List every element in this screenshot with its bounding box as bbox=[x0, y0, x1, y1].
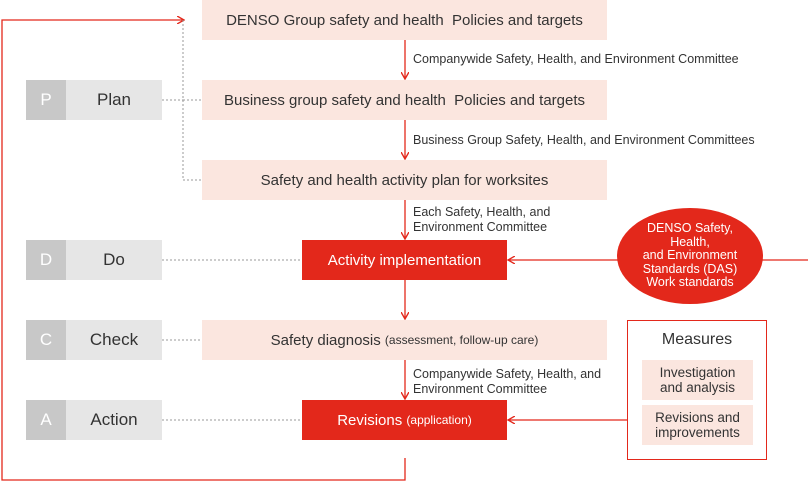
standards-line5: Work standards bbox=[646, 275, 734, 290]
companywide-committee-2-line2: Environment Committee bbox=[413, 382, 548, 396]
safety-diagnosis-box: Safety diagnosis (assessment, follow-up … bbox=[202, 320, 607, 360]
standards-line3: and Environment bbox=[642, 248, 738, 263]
measures-title: Measures bbox=[661, 331, 733, 348]
companywide-committee-label: Companywide Safety, Health, and Environm… bbox=[413, 52, 739, 66]
revisions-text: Revisions bbox=[337, 411, 403, 429]
measures-item1-line2: and analysis bbox=[659, 380, 736, 395]
measures-revisions: Revisions and improvements bbox=[642, 405, 753, 445]
business-policies-box: Business group safety and health Policie… bbox=[202, 80, 607, 120]
pdca-stage-plan: Plan bbox=[66, 80, 162, 120]
each-committee-line2: Environment Committee bbox=[413, 220, 548, 234]
measures-item2-line2: improvements bbox=[655, 425, 740, 440]
pdca-letter-p: P bbox=[26, 80, 66, 120]
pdca-stage-check: Check bbox=[66, 320, 162, 360]
pdca-letter-c: C bbox=[26, 320, 66, 360]
companywide-committee-2-line1: Companywide Safety, Health, and bbox=[413, 367, 602, 381]
companywide-committee-label-2: Companywide Safety, Health, and Environm… bbox=[413, 367, 601, 397]
plan-bracket-dotted bbox=[182, 20, 202, 181]
pdca-stage-action: Action bbox=[66, 400, 162, 440]
group-policies-text: DENSO Group safety and health Policies a… bbox=[226, 11, 583, 29]
activity-implementation-text: Activity implementation bbox=[327, 251, 482, 269]
standards-line1: DENSO Safety, bbox=[647, 221, 733, 236]
standards-line2: Health, bbox=[670, 234, 710, 249]
revisions-box: Revisions (application) bbox=[302, 400, 507, 440]
safety-diagnosis-text: Safety diagnosis bbox=[270, 331, 381, 349]
group-policies-box: DENSO Group safety and health Policies a… bbox=[202, 0, 607, 40]
worksite-plan-text: Safety and health activity plan for work… bbox=[260, 171, 549, 189]
pdca-letter-a: A bbox=[26, 400, 66, 440]
worksite-plan-box: Safety and health activity plan for work… bbox=[202, 160, 607, 200]
pdca-letter-d: D bbox=[26, 240, 66, 280]
measures-box: Measures Investigation and analysis Revi… bbox=[627, 320, 767, 460]
business-group-committee-label: Business Group Safety, Health, and Envir… bbox=[413, 133, 755, 147]
feedback-loop-line bbox=[1, 20, 406, 481]
each-committee-line1: Each Safety, Health, and bbox=[413, 205, 551, 219]
measures-investigation: Investigation and analysis bbox=[642, 360, 753, 400]
pdca-stage-do: Do bbox=[66, 240, 162, 280]
measures-item2-line1: Revisions and bbox=[655, 410, 740, 425]
revisions-note: (application) bbox=[406, 413, 472, 427]
each-committee-label: Each Safety, Health, and Environment Com… bbox=[413, 205, 550, 235]
measures-item1-line1: Investigation bbox=[659, 365, 736, 380]
safety-diagnosis-note: (assessment, follow-up care) bbox=[384, 333, 539, 347]
standards-line4: Standards (DAS) bbox=[642, 261, 738, 276]
business-policies-text: Business group safety and health Policie… bbox=[223, 91, 586, 109]
activity-implementation-box: Activity implementation bbox=[302, 240, 507, 280]
standards-ellipse: DENSO Safety, Health, and Environment St… bbox=[617, 208, 763, 304]
